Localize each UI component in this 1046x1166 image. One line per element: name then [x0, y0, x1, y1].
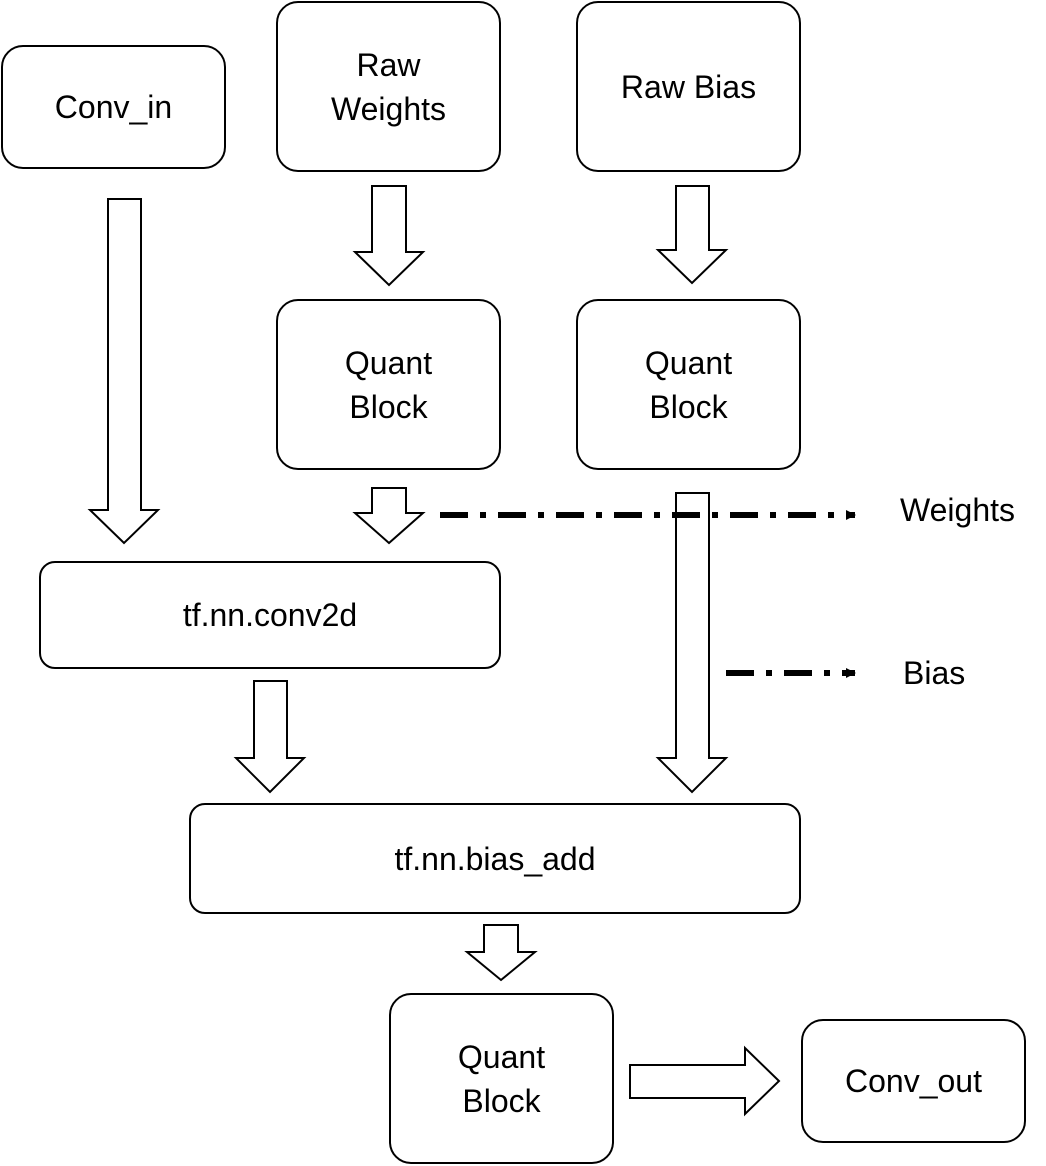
arrow-quant-out-to-conv-out [629, 1045, 781, 1117]
raw-bias-node: Raw Bias [576, 1, 801, 172]
arrow-raw-weights-to-quant [352, 185, 426, 287]
bias-add-label: tf.nn.bias_add [394, 840, 596, 877]
conv2d-node: tf.nn.conv2d [39, 561, 501, 669]
arrow-conv2d-to-bias-add [233, 680, 307, 794]
bias-add-node: tf.nn.bias_add [189, 803, 801, 914]
quant-block-bias-label: Quant Block [644, 344, 733, 425]
arrow-quant-bias-to-bias-add [655, 492, 729, 794]
quant-block-out-node: Quant Block [389, 993, 614, 1164]
conv2d-label: tf.nn.conv2d [182, 597, 358, 633]
weights-output-label: Weights [900, 492, 1016, 528]
quant-block-weights-node: Quant Block [276, 299, 501, 470]
arrow-quant-weights-to-conv2d [352, 487, 426, 545]
bias-output-label: Bias [903, 655, 966, 691]
quant-block-weights-label: Quant Block [344, 344, 433, 425]
conv-in-node: Conv_in [1, 45, 226, 169]
conv-out-node: Conv_out [801, 1019, 1026, 1143]
raw-weights-node: Raw Weights [276, 1, 501, 172]
raw-bias-label: Raw Bias [620, 68, 757, 105]
raw-weights-label: Raw Weights [330, 46, 446, 127]
arrow-raw-bias-to-quant [655, 185, 729, 285]
quant-block-bias-node: Quant Block [576, 299, 801, 470]
conv-in-label: Conv_in [54, 89, 173, 125]
arrow-conv-in-to-conv2d [87, 198, 161, 545]
conv-out-label: Conv_out [845, 1063, 982, 1099]
arrow-bias-add-to-quant-out [464, 924, 538, 982]
quant-block-out-label: Quant Block [457, 1038, 546, 1119]
